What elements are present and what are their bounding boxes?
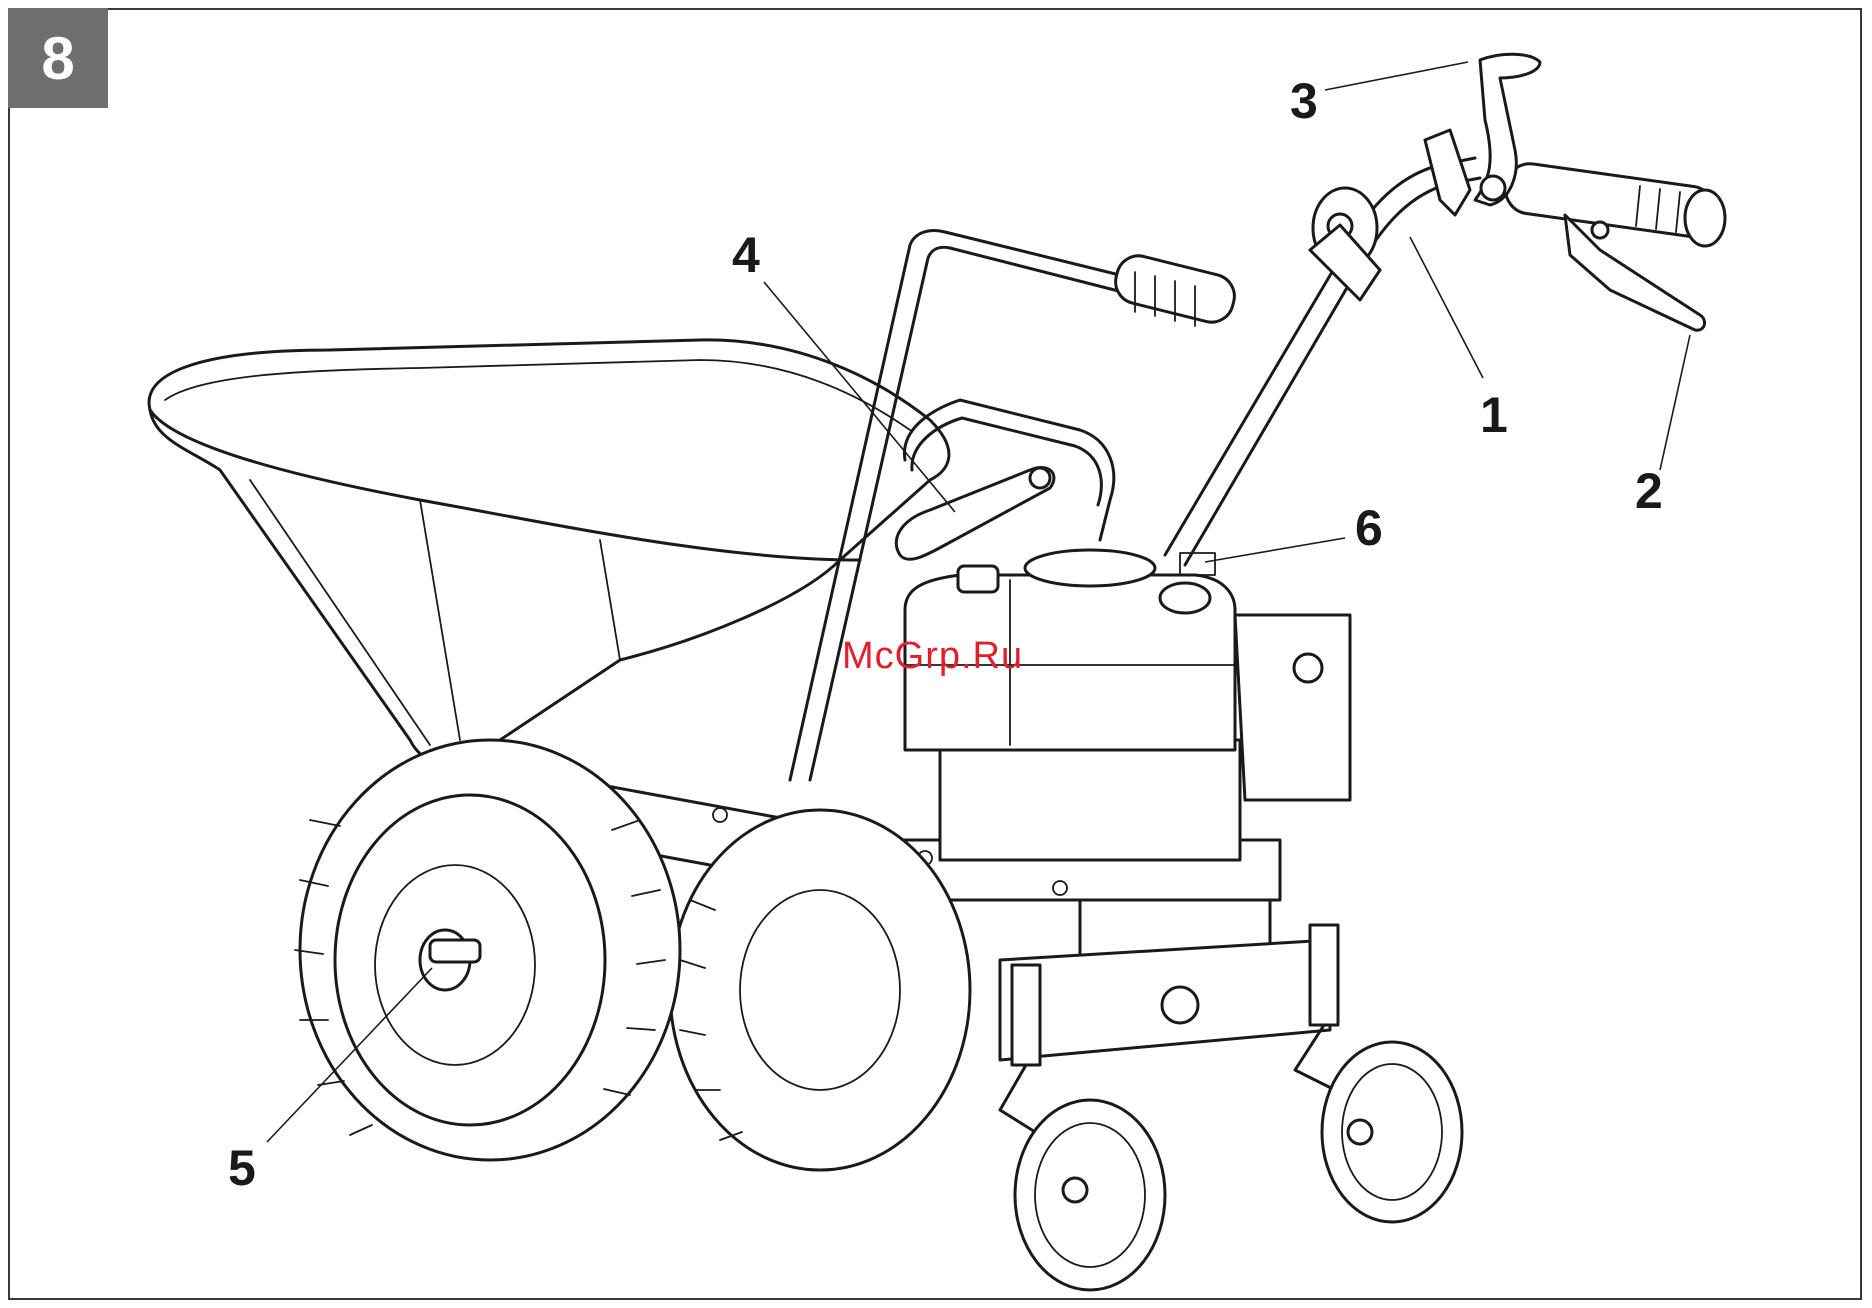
throttle-control: [1310, 188, 1380, 300]
callout-3: 3: [1290, 73, 1318, 129]
callout-6: 6: [1355, 500, 1383, 556]
leader-line-2: [1660, 335, 1690, 470]
callout-1: 1: [1480, 387, 1508, 443]
watermark-text: McGrp.Ru: [842, 635, 1023, 677]
callout-4: 4: [732, 227, 760, 283]
leader-line-1: [1410, 237, 1483, 378]
leader-line-6: [1205, 538, 1345, 562]
leader-line-3: [1325, 62, 1468, 90]
caster-wheel-right: [1295, 925, 1462, 1222]
engine: [905, 550, 1350, 860]
callout-2: 2: [1635, 463, 1663, 519]
drive-wheel-rear: [670, 810, 970, 1170]
drive-wheel: [295, 740, 680, 1160]
callout-5: 5: [228, 1140, 256, 1196]
